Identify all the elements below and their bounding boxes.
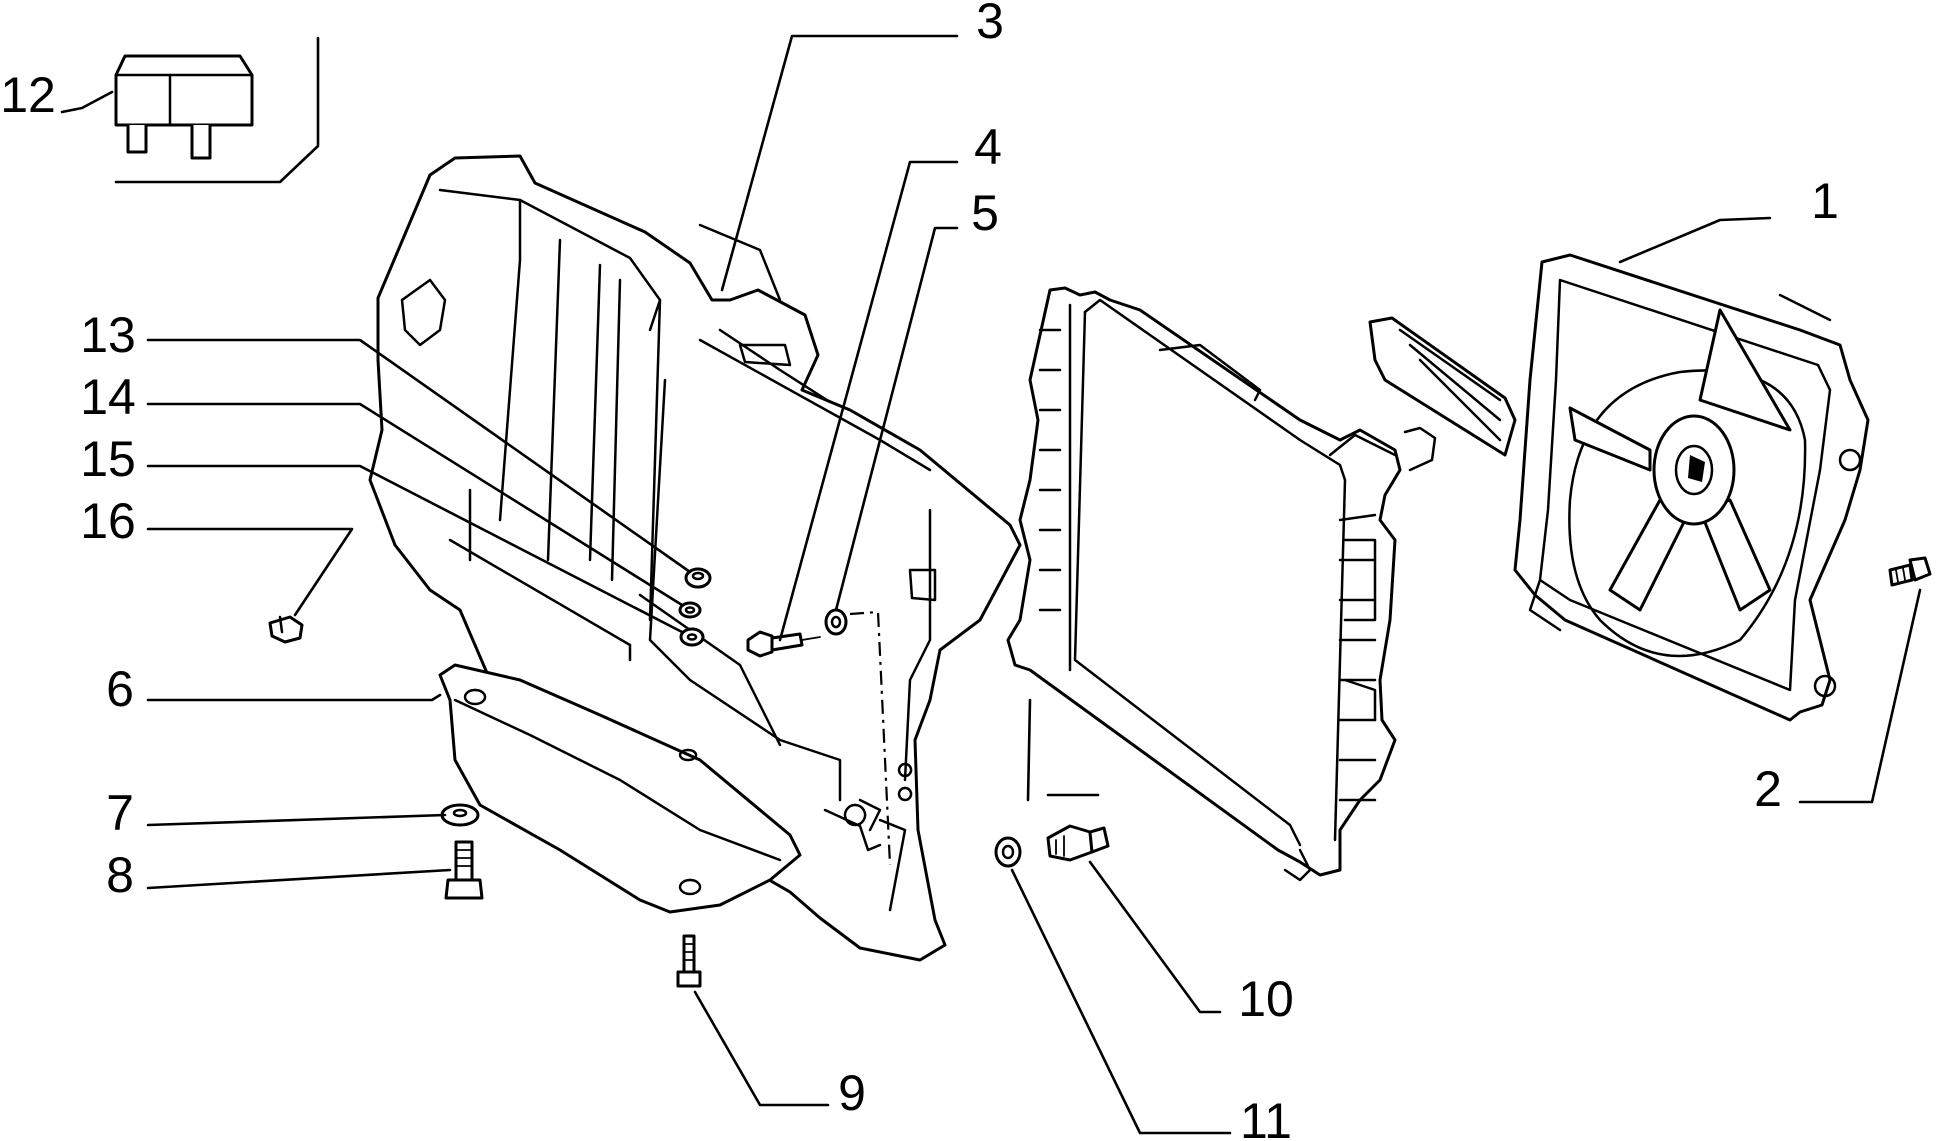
callout-10: 10 — [1238, 971, 1294, 1027]
seal-washer-part-11[interactable] — [994, 836, 1022, 868]
callout-9: 9 — [838, 1065, 866, 1121]
leader-14 — [146, 402, 684, 607]
callout-2: 2 — [1754, 761, 1782, 817]
radiator-ref-line — [1026, 698, 1100, 802]
lower-deflector-part-6[interactable] — [438, 663, 802, 914]
radiator[interactable] — [1006, 286, 1437, 882]
leader-9 — [693, 990, 830, 1107]
nut-part-13[interactable] — [684, 567, 712, 589]
callout-15: 15 — [80, 431, 136, 487]
callout-8: 8 — [106, 847, 134, 903]
callout-16: 16 — [80, 493, 136, 549]
callout-5: 5 — [971, 185, 999, 241]
bolt-part-2[interactable] — [1888, 556, 1932, 587]
callout-13: 13 — [80, 307, 136, 363]
leader-16 — [146, 527, 354, 617]
washer-part-7[interactable] — [440, 803, 480, 827]
callout-12: 12 — [0, 67, 56, 123]
leader-12 — [60, 90, 114, 114]
callout-4: 4 — [974, 119, 1002, 175]
washer-part-14[interactable] — [678, 601, 702, 619]
leader-2 — [1798, 588, 1922, 804]
washer-part-5[interactable] — [824, 608, 848, 636]
relay-frame-line — [114, 36, 320, 184]
plug-part-16[interactable] — [268, 615, 304, 644]
callout-6: 6 — [106, 661, 134, 717]
fan-assembly-part-1[interactable] — [1368, 253, 1870, 722]
leader-10 — [1088, 860, 1222, 1014]
callout-11: 11 — [1240, 1093, 1292, 1141]
leader-7 — [146, 813, 447, 827]
callout-1: 1 — [1811, 173, 1839, 229]
leader-13 — [146, 338, 692, 574]
bolt-axis-line — [849, 610, 892, 866]
leader-1 — [1618, 216, 1772, 264]
bolt-part-9[interactable] — [676, 934, 702, 988]
relay-part-12[interactable] — [114, 54, 254, 160]
callout-14: 14 — [80, 369, 136, 425]
leader-5 — [834, 226, 959, 612]
thermal-switch-part-10[interactable] — [1046, 824, 1110, 862]
leader-15 — [146, 464, 684, 634]
leader-8 — [146, 868, 452, 890]
callout-7: 7 — [106, 785, 134, 841]
leader-4 — [778, 160, 959, 642]
bolt-part-8[interactable] — [444, 840, 484, 900]
callout-3: 3 — [976, 0, 1004, 49]
radiator-shroud[interactable] — [368, 154, 1022, 962]
leader-6 — [146, 693, 442, 702]
washer-part-15[interactable] — [679, 627, 705, 647]
leader-11 — [1010, 868, 1232, 1135]
leader-3 — [720, 34, 959, 292]
